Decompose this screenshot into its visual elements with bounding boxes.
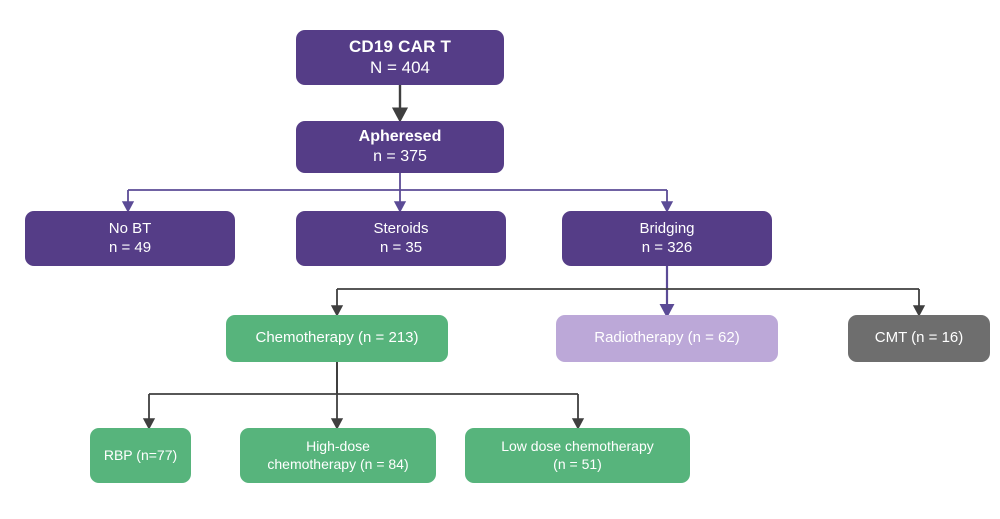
- node-bridging-count: n = 326: [641, 238, 693, 256]
- node-apheresed[interactable]: Apheresed n = 375: [296, 121, 504, 173]
- node-steroids-label: Steroids: [373, 220, 429, 238]
- node-apheresed-label: Apheresed: [358, 128, 442, 146]
- node-no-bt[interactable]: No BT n = 49: [25, 211, 235, 266]
- node-high-dose-chemotherapy-label: High-dose: [306, 438, 370, 455]
- node-cmt[interactable]: CMT (n = 16): [848, 315, 990, 362]
- node-high-dose-chemotherapy-count: chemotherapy (n = 84): [267, 455, 409, 472]
- node-rbp[interactable]: RBP (n=77): [90, 428, 191, 483]
- node-chemotherapy[interactable]: Chemotherapy (n = 213): [226, 315, 448, 362]
- node-rbp-label: RBP (n=77): [103, 446, 178, 463]
- node-bridging-label: Bridging: [639, 220, 695, 238]
- node-bridging[interactable]: Bridging n = 326: [562, 211, 772, 266]
- node-chemotherapy-label: Chemotherapy (n = 213): [255, 329, 419, 347]
- node-low-dose-chemotherapy-label: Low dose chemotherapy: [501, 438, 654, 455]
- node-cmt-label: CMT (n = 16): [874, 329, 964, 347]
- node-no-bt-label: No BT: [108, 220, 152, 238]
- node-cd19-car-t[interactable]: CD19 CAR T N = 404: [296, 30, 504, 85]
- node-apheresed-count: n = 375: [373, 148, 427, 165]
- node-high-dose-chemotherapy[interactable]: High-dose chemotherapy (n = 84): [240, 428, 436, 483]
- node-cd19-car-t-label: CD19 CAR T: [348, 36, 452, 56]
- node-radiotherapy[interactable]: Radiotherapy (n = 62): [556, 315, 778, 362]
- node-steroids-count: n = 35: [379, 238, 423, 256]
- node-radiotherapy-label: Radiotherapy (n = 62): [594, 329, 740, 347]
- node-low-dose-chemotherapy[interactable]: Low dose chemotherapy (n = 51): [465, 428, 690, 483]
- node-cd19-car-t-count: N = 404: [369, 57, 430, 77]
- node-no-bt-count: n = 49: [108, 238, 152, 256]
- node-steroids[interactable]: Steroids n = 35: [296, 211, 506, 266]
- node-low-dose-chemotherapy-count: (n = 51): [553, 455, 602, 472]
